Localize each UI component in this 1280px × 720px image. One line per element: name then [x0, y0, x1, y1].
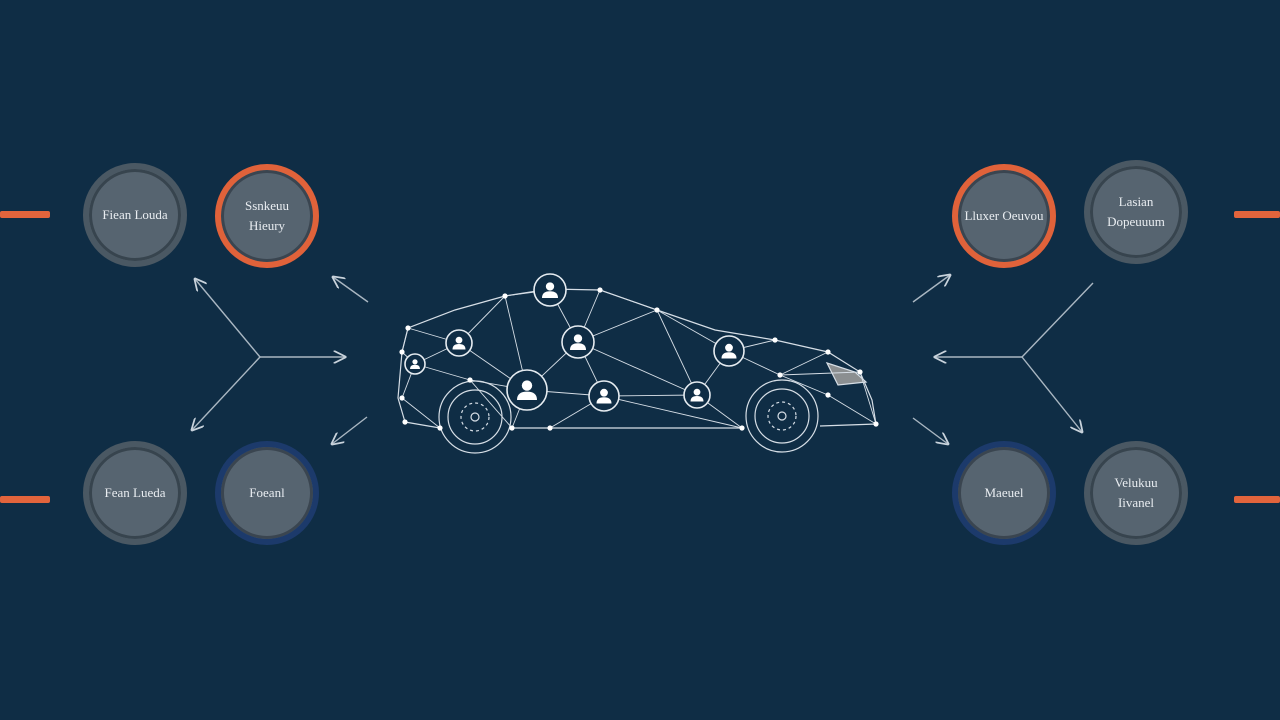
- person-icon: [445, 329, 473, 357]
- car-window-outline: [825, 361, 868, 386]
- node-bottom-right-outer: Velukuu Iivanel: [1084, 441, 1188, 545]
- right-fork-lower-arrow: [1021, 356, 1082, 432]
- rear-wheel: [438, 380, 512, 454]
- mesh-lines: [401, 289, 877, 429]
- left-bottom-accent-bar: [0, 496, 50, 503]
- node-top-left-outer: Fiean Louda: [83, 163, 187, 267]
- left-lower-diagonal-arrow: [332, 416, 368, 444]
- node-top-left-inner: Ssnkeuu Hieury: [215, 164, 319, 268]
- front-wheel: [745, 379, 819, 453]
- node-label: Lasian Dopeuuum: [1107, 194, 1165, 229]
- left-fork-lower-arrow: [192, 356, 261, 430]
- car-body-outline: [397, 288, 877, 429]
- node-bottom-left-outer: Fean Lueda: [83, 441, 187, 545]
- person-icon: [533, 273, 567, 307]
- left-top-accent-bar: [0, 211, 50, 218]
- node-label: Lluxer Oeuvou: [964, 208, 1044, 223]
- node-label: Fean Lueda: [104, 485, 166, 500]
- person-icon: [588, 380, 620, 412]
- node-label: Fiean Louda: [102, 207, 168, 222]
- node-top-right-inner: Lluxer Oeuvou: [952, 164, 1056, 268]
- person-icon: [561, 325, 595, 359]
- mesh-joint-dots: [399, 287, 879, 431]
- node-bottom-left-inner: Foeanl: [215, 441, 319, 545]
- node-label: Maeuel: [984, 485, 1024, 500]
- person-icon: [713, 335, 745, 367]
- person-icon: [404, 353, 426, 375]
- person-icon: [506, 369, 548, 411]
- node-label: Ssnkeuu Hieury: [244, 198, 290, 233]
- left-upper-diagonal-arrow: [333, 277, 369, 303]
- node-bottom-right-inner: Maeuel: [952, 441, 1056, 545]
- node-label: Foeanl: [249, 485, 285, 500]
- person-icon: [683, 381, 711, 409]
- left-fork-upper-arrow: [195, 279, 261, 358]
- right-fork-upper-arrow: [1021, 282, 1094, 358]
- node-top-right-outer: Lasian Dopeuuum: [1084, 160, 1188, 264]
- connected-car-network-icon: [397, 287, 879, 454]
- node-label: Velukuu Iivanel: [1114, 475, 1158, 510]
- right-lower-diagonal-arrow: [912, 417, 948, 444]
- right-upper-diagonal-arrow: [912, 275, 950, 303]
- right-bottom-accent-bar: [1234, 496, 1280, 503]
- right-top-accent-bar: [1234, 211, 1280, 218]
